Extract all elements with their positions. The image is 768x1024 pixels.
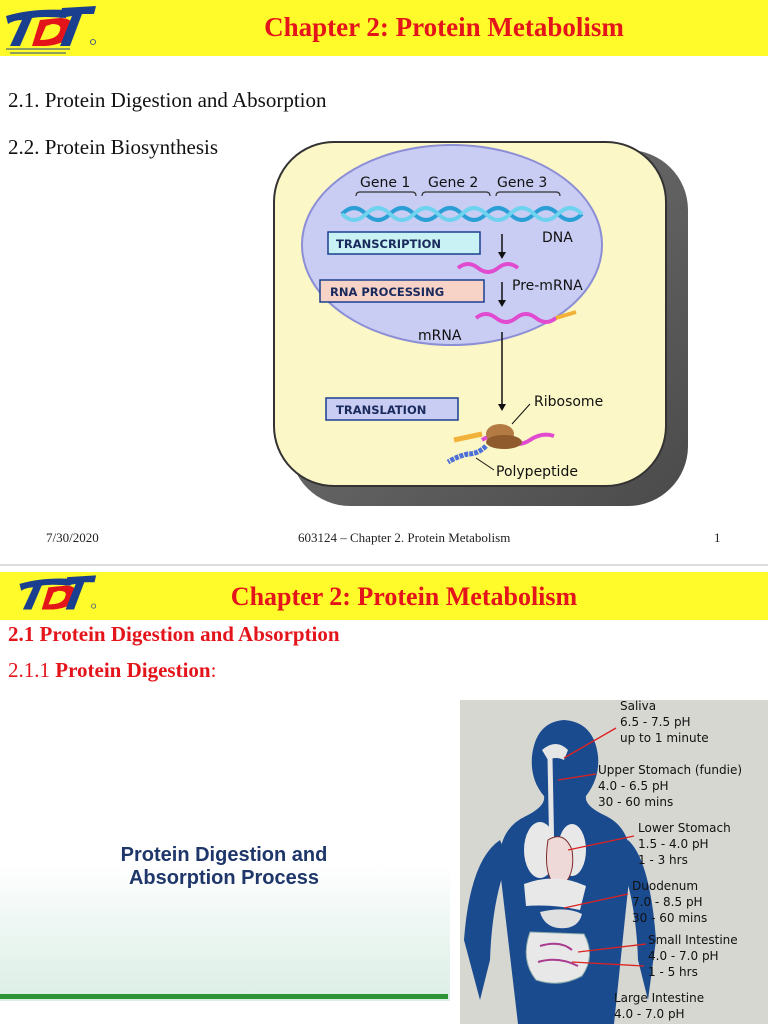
gene-2-label: Gene 2 [428, 175, 478, 191]
section-heading: 2.1 Protein Digestion and Absorption [8, 622, 340, 646]
footer-date: 7/30/2020 [46, 530, 99, 545]
title-bar [0, 572, 768, 620]
outline-item-digestion: 2.1. Protein Digestion and Absorption [8, 88, 327, 112]
video-thumbnail[interactable]: Protein Digestion and Absorption Process [0, 696, 450, 1001]
subsection-colon: : [210, 658, 217, 682]
digestive-system-figure: Saliva 6.5 - 7.5 pH up to 1 minute Upper… [460, 700, 768, 1024]
university-logo [6, 6, 96, 54]
subsection-title: Protein Digestion [55, 658, 211, 682]
outline-item-biosynthesis: 2.2. Protein Biosynthesis [8, 135, 219, 159]
slide-title: Chapter 2: Protein Metabolism [230, 582, 578, 611]
dna-helix-icon [340, 206, 584, 222]
video-title-line-1: Protein Digestion and [120, 844, 328, 866]
title-bar [0, 0, 768, 56]
slide-2: Chapter 2: Protein Metabolism 2.1 Protei… [0, 566, 768, 1024]
pre-mrna-label: Pre-mRNA [512, 278, 583, 294]
video-bottom-bar [0, 994, 448, 999]
mrna-label: mRNA [418, 328, 462, 344]
polypeptide-label: Polypeptide [496, 464, 578, 480]
video-title: Protein Digestion and Absorption Process [0, 844, 448, 890]
rna-processing-step: RNA PROCESSING [330, 285, 444, 299]
slide-title: Chapter 2: Protein Metabolism [264, 12, 624, 42]
human-body-silhouette-icon [464, 720, 656, 1024]
ribosome-icon [486, 424, 522, 449]
university-logo [19, 575, 97, 610]
gene-3-label: Gene 3 [497, 175, 547, 191]
organ-label-lower-stomach: Lower Stomach 1.5 - 4.0 pH 1 - 3 hrs [638, 821, 731, 867]
callout-lines [557, 727, 647, 967]
gene-1-label: Gene 1 [360, 175, 410, 191]
slide-1: Chapter 2: Protein Metabolism 2.1. Prote… [0, 0, 768, 545]
slide-divider [0, 564, 768, 566]
translation-step: TRANSLATION [336, 403, 426, 417]
dna-label: DNA [542, 230, 573, 246]
organ-label-duodenum: Duodenum 7.0 - 8.5 pH 30 - 60 mins [632, 879, 708, 925]
ribosome-label: Ribosome [534, 394, 603, 410]
organ-label-saliva: Saliva 6.5 - 7.5 pH up to 1 minute [620, 700, 709, 745]
footer-page-number: 1 [714, 530, 721, 545]
footer-course: 603124 – Chapter 2. Protein Metabolism [298, 530, 511, 545]
organ-label-small-intestine: Small Intestine 4.0 - 7.0 pH 1 - 5 hrs [648, 933, 738, 979]
transcription-step: TRANSCRIPTION [336, 237, 441, 251]
protein-synthesis-diagram: Gene 1 Gene 2 Gene 3 DNA TRANSCRIPTION P… [273, 141, 688, 506]
subsection-number: 2.1.1 [8, 658, 50, 682]
organ-label-upper-stomach: Upper Stomach (fundie) 4.0 - 6.5 pH 30 -… [598, 763, 743, 809]
organ-label-large-intestine: Large Intestine 4.0 - 7.0 pH [614, 991, 705, 1021]
video-title-line-2: Absorption Process [128, 867, 320, 889]
subsection-heading: 2.1.1 Protein Digestion: [8, 658, 216, 683]
